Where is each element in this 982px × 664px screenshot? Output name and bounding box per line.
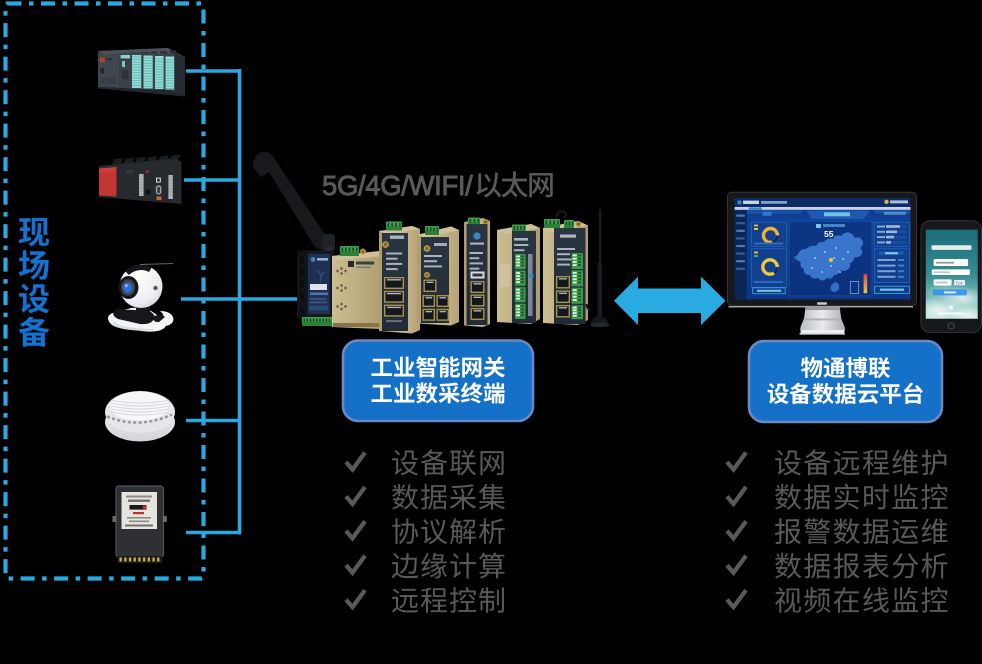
svg-text:7y4: 7y4	[955, 281, 963, 286]
svg-text:55: 55	[824, 229, 834, 239]
svg-text:5G/4G/WIFI/: 5G/4G/WIFI/	[322, 170, 473, 201]
